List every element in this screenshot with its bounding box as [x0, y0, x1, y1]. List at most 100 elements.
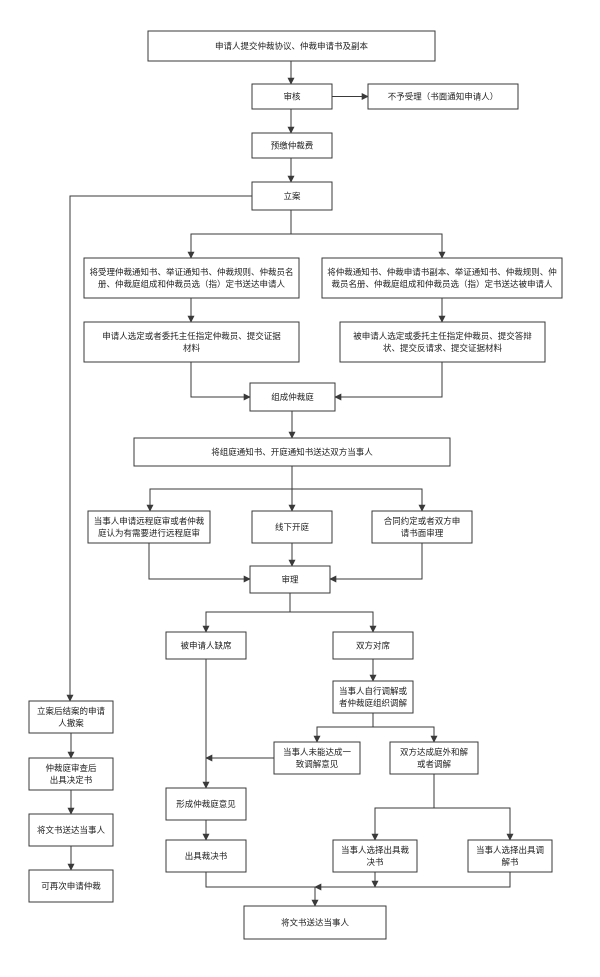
- flow-node-reapply: 可再次申请仲裁: [28, 869, 114, 903]
- flow-arrow: [373, 726, 438, 743]
- flow-node-box: [251, 83, 333, 110]
- flow-node-label: 申请人选定或者委托主任指定仲裁员、提交证据: [102, 331, 281, 342]
- flow-node-box: [251, 181, 333, 211]
- flow-node-box: [28, 869, 114, 903]
- flow-node-box: [28, 757, 114, 791]
- flow-node-label: 合同约定或者双方申: [384, 516, 461, 527]
- flow-node-deliver-left: 将文书送达当事人: [28, 813, 114, 847]
- flow-node-label: 庭认为有需要进行远程庭审: [98, 528, 200, 539]
- flow-node-absent: 被申请人缺席: [165, 631, 247, 660]
- flow-node-label: 立案: [283, 191, 301, 202]
- flow-node-label: 可再次申请仲裁: [41, 881, 101, 892]
- flow-arrow: [329, 543, 423, 583]
- flow-node-label: 状、提交反请求、提交证据材料: [383, 343, 503, 354]
- flow-node-label: 解书: [501, 857, 519, 868]
- flow-node-label: 裁员名册、仲裁庭组成和仲裁员选（指）定书送达被申请人: [331, 279, 553, 290]
- flow-node-label: 册、仲裁庭组成和仲裁员选（指）定书送达申请人: [98, 279, 286, 290]
- flow-node-label: 者仲裁庭组织调解: [339, 698, 408, 709]
- flow-node-box: [165, 631, 247, 660]
- flow-node-label: 审核: [283, 92, 301, 103]
- flow-node-notify-respondent: 将仲裁通知书、仲裁申请书副本、举证通知书、仲裁规则、仲裁员名册、仲裁庭组成和仲裁…: [321, 257, 563, 299]
- flow-arrow: [187, 210, 292, 259]
- flow-node-box: [251, 510, 333, 544]
- flow-node-label: 当事人未能达成一: [283, 747, 352, 758]
- flow-node-deliver-final: 将文书送达当事人: [243, 905, 387, 940]
- flow-node-box: [249, 565, 331, 594]
- flow-node-box: [371, 510, 473, 544]
- flow-node-label: 立案后结案的申请: [37, 706, 106, 717]
- flow-node-label: 预缴仲裁费: [271, 141, 314, 152]
- flow-node-label: 当事人自行调解或: [339, 686, 408, 697]
- flow-node-box: [389, 741, 479, 775]
- flow-node-label: 被申请人选定或委托主任指定仲裁员、提交答辩: [353, 331, 532, 342]
- flow-node-box: [243, 905, 387, 940]
- flow-node-box: [165, 839, 247, 873]
- flow-node-label: 当事人选择出具裁: [341, 845, 410, 856]
- flow-node-prepay: 预缴仲裁费: [251, 132, 333, 159]
- flow-node-label: 将受理仲裁通知书、举证通知书、仲裁规则、仲裁员名: [89, 267, 293, 278]
- flow-node-label: 当事人申请远程庭审或者仲裁: [94, 516, 205, 527]
- flow-node-award: 出具裁决书: [165, 839, 247, 873]
- flow-node-offline: 线下开庭: [251, 510, 333, 544]
- flow-node-submit: 申请人提交仲裁协议、仲裁申请书及副本: [147, 30, 436, 62]
- flow-node-label: 审理: [281, 575, 299, 586]
- flow-node-label: 不予受理（书面通知申请人）: [388, 92, 499, 103]
- flow-node-label: 线下开庭: [275, 522, 310, 533]
- flow-node-box: [332, 680, 414, 714]
- flow-node-label: 人撤案: [58, 718, 84, 729]
- flow-node-label: 将组庭通知书、开庭通知书送达双方当事人: [211, 447, 373, 458]
- flow-node-label: 材料: [183, 343, 201, 354]
- flow-node-label: 双方对席: [356, 641, 391, 652]
- flow-node-review: 审核: [251, 83, 333, 110]
- flow-arrow: [334, 362, 443, 401]
- flow-node-box: [83, 321, 300, 363]
- flow-arrow: [371, 774, 435, 841]
- flow-node-trial: 审理: [249, 565, 331, 594]
- flow-arrow: [190, 362, 251, 401]
- flow-node-file: 立案: [251, 181, 333, 211]
- flow-node-tribunal: 组成仲裁庭: [249, 382, 336, 412]
- flow-node-box: [28, 813, 114, 847]
- flow-arrow: [292, 488, 426, 512]
- flow-arrow: [291, 233, 446, 259]
- flow-node-box: [249, 382, 336, 412]
- flow-node-label: 双方达成庭外和解: [400, 747, 469, 758]
- flow-node-label: 致调解意见: [296, 759, 339, 770]
- flow-node-label: 将仲裁通知书、仲裁申请书副本、举证通知书、仲裁规则、仲: [327, 267, 557, 278]
- flow-arrow: [314, 872, 511, 891]
- flow-node-box: [28, 700, 114, 734]
- flow-node-applicant-select: 申请人选定或者委托主任指定仲裁员、提交证据材料: [83, 321, 300, 363]
- flow-node-box: [133, 437, 451, 467]
- flow-node-label: 组成仲裁庭: [271, 392, 314, 403]
- flow-arrow: [148, 543, 251, 583]
- flow-node-box: [251, 132, 333, 159]
- flow-node-label: 决书: [366, 857, 384, 868]
- flow-node-box: [467, 839, 553, 873]
- flow-node-box: [367, 83, 519, 110]
- flow-node-label: 出具裁决书: [185, 851, 228, 862]
- flow-node-box: [165, 787, 247, 821]
- flow-arrow: [434, 807, 514, 841]
- flow-node-label: 将文书送达当事人: [281, 918, 350, 929]
- flow-node-label: 当事人选择出具调: [476, 845, 544, 856]
- flow-node-box: [87, 510, 211, 544]
- flow-node-box: [332, 631, 414, 660]
- flow-node-label: 被申请人缺席: [180, 641, 232, 652]
- flow-node-label: 将文书送达当事人: [37, 825, 106, 836]
- flow-node-box: [83, 257, 300, 299]
- flow-node-label: 出具决定书: [50, 775, 93, 786]
- flow-node-label: 形成仲裁庭意见: [176, 799, 236, 810]
- flow-arrow: [66, 195, 252, 702]
- flow-arrow: [146, 488, 292, 512]
- flow-node-box: [273, 741, 361, 775]
